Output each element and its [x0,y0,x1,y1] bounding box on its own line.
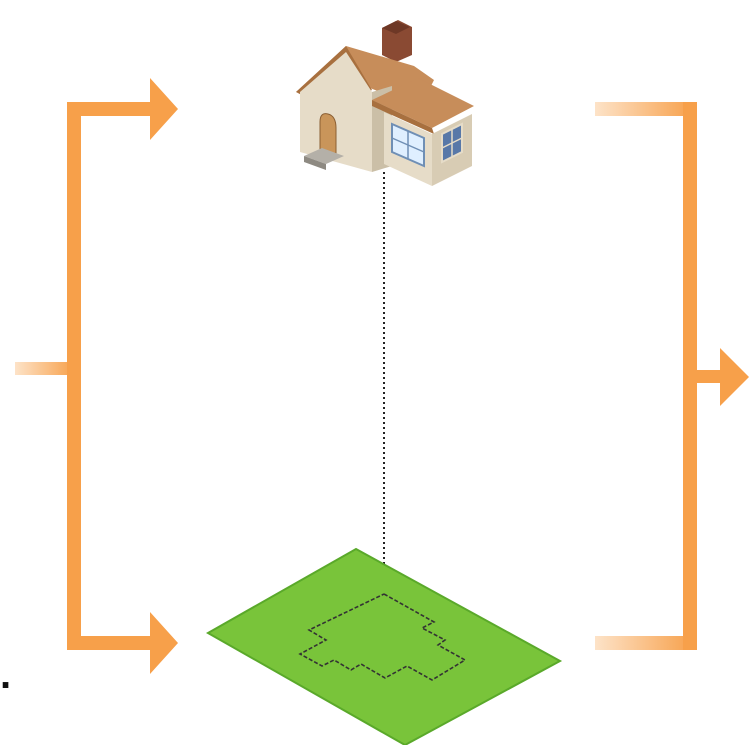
left-bracket-arrow [15,78,178,674]
right-bracket-arrow [595,102,749,650]
chimney-top [382,21,410,34]
left-bracket-bottom-arm [67,636,155,650]
right-bracket-top-arm [595,102,695,116]
side-window-transom [441,137,463,149]
right-output-stub [683,370,723,383]
wing-roof-edge [372,100,434,134]
stray-period-mark: . [0,653,12,697]
land-parcel [205,547,563,747]
right-bracket-bottom-arm [595,636,695,650]
left-top-arrowhead [150,78,178,140]
front-window-transom [391,137,425,153]
left-bottom-arrowhead [150,612,178,674]
wall-front [300,52,372,172]
house-icon [296,20,474,186]
left-bracket-top-arm [67,102,155,116]
right-output-arrowhead [720,348,749,406]
left-bracket-vertical [67,102,81,650]
left-input-stub [15,362,75,375]
door-step-side [304,156,326,170]
door-step [304,148,344,164]
wing-roof [372,78,474,128]
door [319,113,337,155]
house-footprint-outline [298,593,467,681]
land-parcel-icon [205,547,563,747]
